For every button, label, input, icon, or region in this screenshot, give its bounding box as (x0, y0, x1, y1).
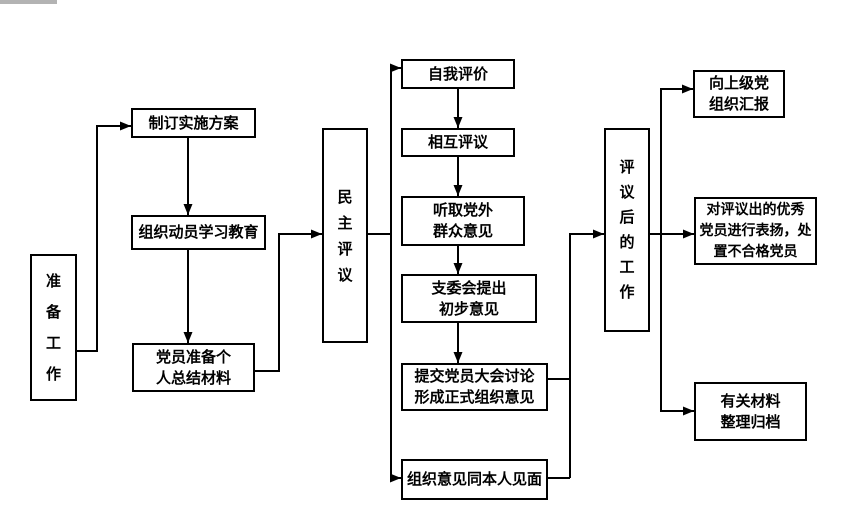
node-label-line: 有关材料 (720, 391, 781, 410)
node-label-line: 的 (619, 233, 635, 251)
node-label-line: 组织意见同本人见面 (406, 470, 542, 488)
node-label-line: 评 (619, 158, 635, 176)
node-label-line: 形成正式组织意见 (414, 388, 535, 406)
node-label-line: 主 (337, 213, 353, 232)
node-label-line: 议 (619, 183, 635, 201)
node-label-line: 置不合格党员 (713, 243, 798, 260)
node-prepare-summary: 党员准备个人总结材料 (132, 343, 255, 392)
connector-merge-to-post (569, 229, 604, 478)
node-mutual-review: 相互评议 (401, 128, 515, 157)
node-label-line: 后 (619, 208, 635, 226)
node-label-line: 工 (619, 258, 635, 276)
node-archive-materials: 有关材料整理归档 (694, 382, 807, 441)
node-label-line: 民 (337, 187, 353, 206)
connector-branch-to-archive (660, 234, 694, 416)
node-label-line: 评 (337, 239, 353, 258)
node-label-line: 群众意见 (432, 222, 493, 240)
node-label-line: 听取党外 (432, 201, 493, 219)
node-committee-opinion: 支委会提出初步意见 (401, 274, 537, 323)
node-label-line: 组织动员学习教育 (138, 223, 259, 241)
node-reward-punish: 对评议出的优秀党员进行表扬，处置不合格党员 (694, 197, 817, 265)
node-label-line: 组织汇报 (708, 95, 769, 113)
connector-prepare-to-plan (77, 121, 131, 352)
screenshot-edge-artifact (0, 0, 57, 4)
node-label-line: 提交党员大会讨论 (414, 367, 535, 385)
node-meet-person: 组织意见同本人见面 (401, 459, 548, 500)
node-democratic-review: 民主评议 (322, 128, 368, 343)
node-mobilize-study: 组织动员学习教育 (131, 215, 266, 250)
node-label-line: 初步意见 (438, 299, 499, 318)
node-label-line: 人总结材料 (155, 368, 231, 387)
node-outside-opinion: 听取党外群众意见 (401, 196, 525, 246)
node-label-line: 制订实施方案 (148, 113, 239, 132)
node-make-plan: 制订实施方案 (131, 108, 256, 138)
node-label-line: 相互评议 (427, 133, 488, 151)
node-label-line: 对评议出的优秀 (706, 201, 805, 218)
node-congress-discussion: 提交党员大会讨论形成正式组织意见 (401, 363, 548, 411)
node-label-line: 向上级党 (708, 74, 769, 92)
node-post-review-work: 评议后的工作 (604, 128, 650, 332)
node-label-line: 作 (45, 364, 61, 383)
node-report-superior: 向上级党组织汇报 (693, 70, 785, 118)
node-label-line: 自我评价 (427, 64, 488, 83)
node-label-line: 党员准备个 (155, 347, 231, 366)
node-label-line: 议 (337, 265, 353, 284)
node-label-line: 准 (45, 271, 61, 290)
node-label-line: 支委会提出 (431, 278, 507, 297)
node-label-line: 党员进行表扬，处 (699, 222, 812, 239)
connector-spine-to-self (390, 63, 401, 234)
node-label-line: 整理归档 (720, 412, 781, 431)
connector-post-to-report (650, 84, 693, 235)
connector-summary-to-review (255, 229, 322, 372)
node-label-line: 作 (619, 283, 635, 301)
node-prepare-work: 准备工作 (30, 254, 77, 401)
node-self-evaluation: 自我评价 (401, 59, 515, 89)
node-label-line: 备 (45, 302, 61, 321)
node-label-line: 工 (45, 333, 61, 352)
connector-spine-to-meet (390, 234, 401, 483)
